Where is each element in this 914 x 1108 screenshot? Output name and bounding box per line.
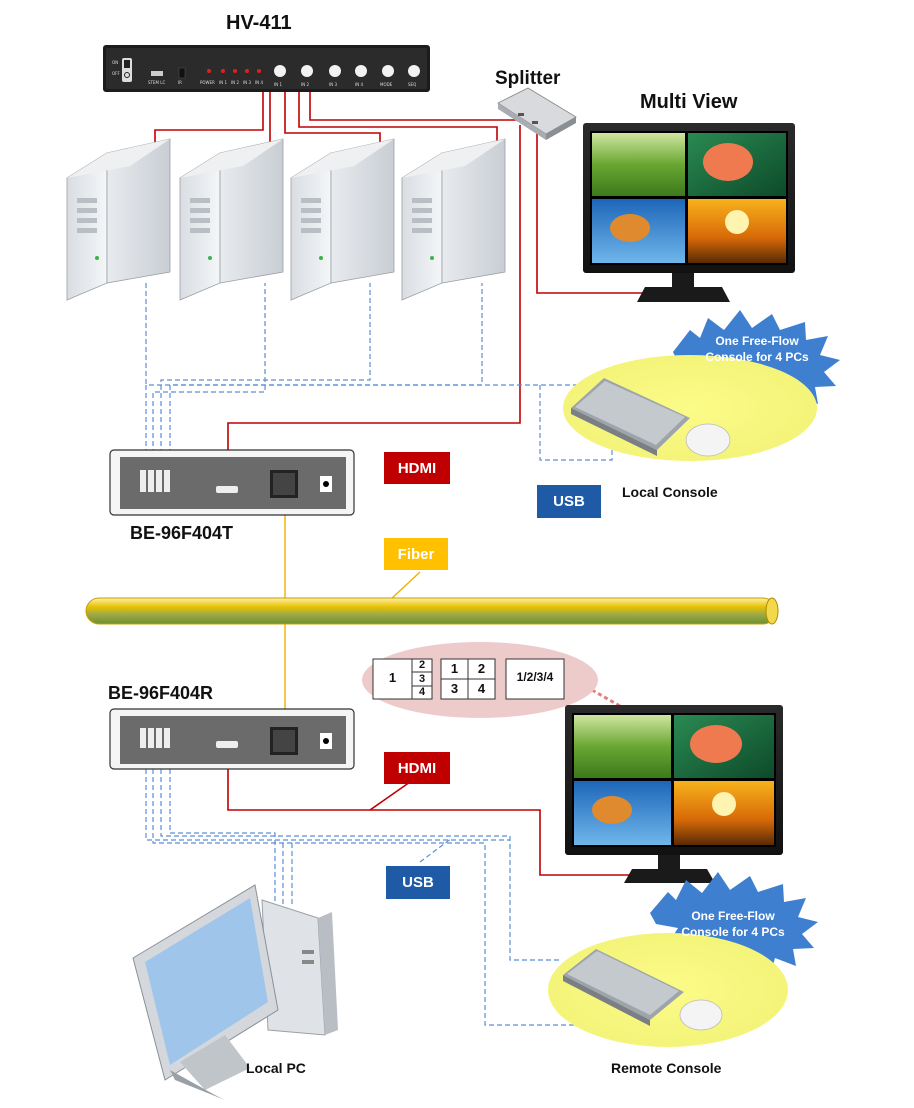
port-label-ir: IR [178,80,182,85]
bubble-top-text: One Free-Flow Console for 4 PCs [690,333,824,365]
pc-towers [66,138,506,301]
hv411-switch: ON OFF STEM LC IR POWER IN 1 IN 2 IN 3 I… [103,45,430,92]
pc-tower-1 [66,138,171,301]
layout-full [505,658,565,700]
transmitter-device [109,449,355,516]
bubble-top-line2: Console for 4 PCs [705,350,809,364]
power-on-text: ON [112,60,118,65]
port-label-in3: IN 3 [243,80,251,85]
hdmi-port [216,741,238,748]
layout-quad-3: 3 [450,681,459,696]
front-buttons [274,65,420,77]
port-label-in1: IN 1 [219,80,227,85]
splitter-device [497,87,577,140]
receiver-device [109,708,355,770]
layout-pip-3: 3 [418,673,426,685]
fiber-tag: Fiber [384,538,448,570]
layout-pip [372,658,433,700]
in3-led [245,69,249,73]
btn-label-in3: IN 3 [329,82,337,87]
button-mode[interactable] [382,65,394,77]
mouse[interactable] [679,999,723,1031]
port-label-power: POWER [200,80,215,85]
layout-quad-1: 1 [450,661,459,676]
multiview-label: Multi View [640,91,738,113]
remote-console-label: Remote Console [611,1060,722,1076]
layout-full-text: 1/2/3/4 [516,670,554,684]
receiver-label: BE-96F404R [108,683,214,703]
pc-tower-3 [290,138,395,301]
mouse[interactable] [685,423,731,457]
btn-label-seq: SEQ [408,82,416,87]
layout-pip-main: 1 [388,670,397,685]
local-pc [132,884,338,1100]
usb-dashed-bottom [145,745,660,1026]
layout-pointer [591,688,621,708]
pc-tower-2 [179,138,284,301]
transmitter-label: BE-96F404T [130,523,234,543]
usb-tag-bottom: USB [386,866,450,899]
layout-modes [362,642,598,718]
remote-console-area [548,933,788,1047]
button-in1[interactable] [274,65,286,77]
splitter-label: Splitter [495,68,561,89]
hdmi-tag-bottom: HDMI [384,752,450,784]
local-console-area [563,355,817,461]
switch-title: HV-411 [226,12,292,34]
port-label-in4: IN 4 [255,80,263,85]
in1-led [221,69,225,73]
layout-quad-2: 2 [477,661,486,676]
local-console-label: Local Console [622,484,718,500]
port-label-in2: IN 2 [231,80,239,85]
hdmi-port [216,486,238,493]
button-in2[interactable] [301,65,313,77]
bubble-bottom-text: One Free-Flow Console for 4 PCs [666,908,800,940]
in4-led [257,69,261,73]
bubble-top-line1: One Free-Flow [715,334,799,348]
multiview-monitor-top [583,123,795,302]
keyboard[interactable] [567,951,679,1015]
button-in3[interactable] [329,65,341,77]
power-off-text: OFF [112,71,120,76]
screen-field [592,133,685,196]
fiber-tube [85,597,779,625]
hdmi-tag-top: HDMI [384,452,450,484]
usb-tag-top: USB [537,485,601,518]
btn-label-in4: IN 4 [355,82,363,87]
button-in4[interactable] [355,65,367,77]
in2-led [233,69,237,73]
red-cables-top [154,80,645,490]
multiview-monitor-bottom [565,705,783,883]
btn-label-mode: MODE [380,82,393,87]
ir-port [178,67,186,79]
layout-pip-4: 4 [418,686,426,698]
usb-dashed-top [145,283,680,462]
bubble-bottom-line2: Console for 4 PCs [681,925,785,939]
btn-label-in2: IN 2 [301,82,309,87]
port-label-stem: STEM LC [148,80,165,85]
pc-tower-4 [401,138,506,301]
usb-port [151,71,163,76]
button-seq[interactable] [408,65,420,77]
btn-label-in1: IN 1 [274,82,282,87]
local-pc-label: Local PC [246,1060,306,1076]
bubble-bottom-line1: One Free-Flow [691,909,775,923]
layout-pip-2: 2 [418,659,426,671]
red-cables-bottom [227,744,710,876]
power-led [207,69,211,73]
keyboard[interactable] [575,381,685,445]
layout-quad-4: 4 [477,681,486,696]
